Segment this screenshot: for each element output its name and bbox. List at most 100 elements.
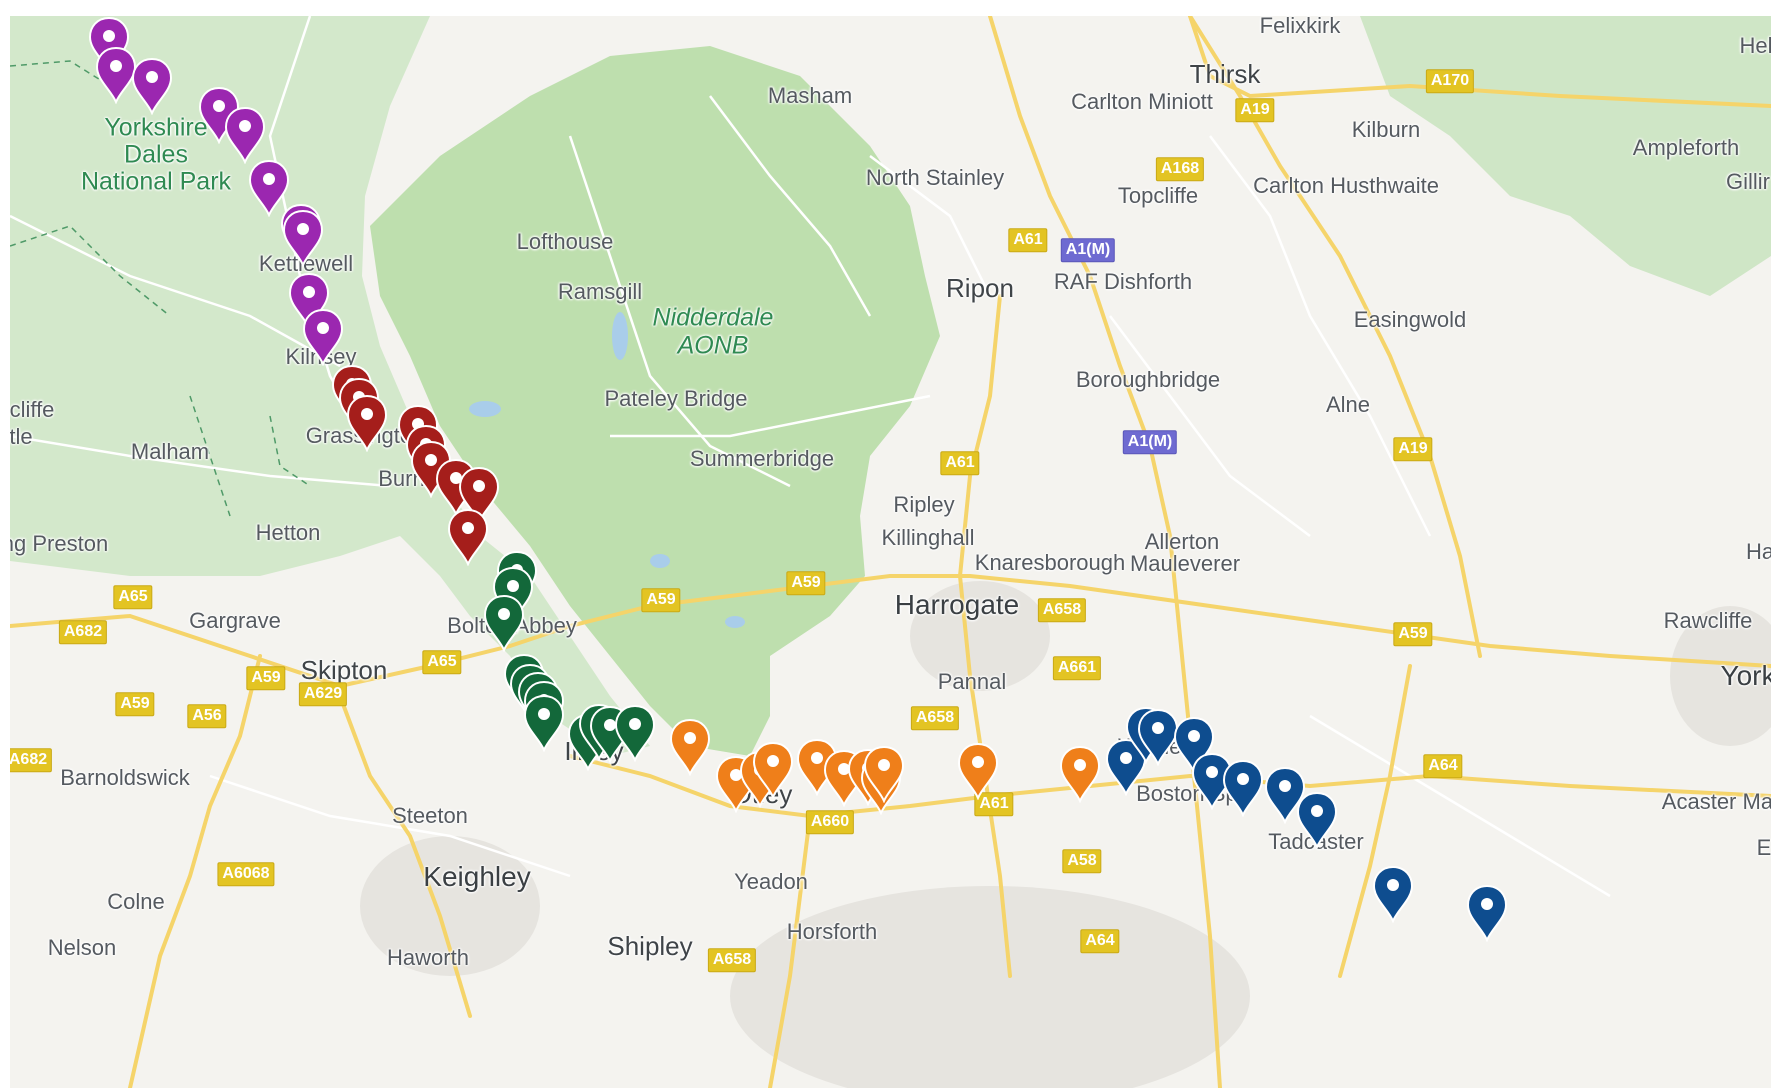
places-label: Shipley — [607, 931, 693, 961]
road-shield: A6068 — [217, 862, 275, 886]
road-shield: A168 — [1155, 157, 1205, 181]
places-label: Allerton — [1144, 529, 1220, 554]
places-label: Steeton — [392, 803, 468, 828]
places-label: Rawcliffe — [1663, 608, 1753, 633]
road-shield: A19 — [1235, 98, 1275, 122]
orange-location-pin-icon[interactable] — [795, 738, 839, 796]
road-shield: A1(M) — [1060, 238, 1116, 262]
blue-location-pin-icon[interactable] — [1295, 791, 1339, 849]
red-location-pin-icon[interactable] — [409, 440, 453, 498]
places-label: Haworth — [387, 945, 469, 970]
places-label: Colne — [107, 889, 165, 914]
places-label: Easingwold — [1353, 307, 1467, 332]
places-label: E — [1756, 835, 1771, 860]
road-shield: A658 — [1037, 598, 1087, 622]
places-label: Nelson — [47, 935, 117, 960]
places-label: York — [1720, 660, 1771, 691]
places-label: ng Preston — [10, 531, 109, 556]
road-shield: A58 — [1062, 849, 1102, 873]
purple-location-pin-icon[interactable] — [130, 57, 174, 115]
purple-location-pin-icon[interactable] — [197, 86, 241, 144]
road-shield: A64 — [1080, 929, 1120, 953]
road-shield: A64 — [1423, 754, 1463, 778]
green-location-pin-icon[interactable] — [613, 704, 657, 762]
blue-location-pin-icon[interactable] — [1104, 738, 1148, 796]
park_labels-label: Yorkshire Dales National Park — [80, 113, 232, 196]
places-label: Lofthouse — [516, 229, 614, 254]
orange-location-pin-icon[interactable] — [862, 745, 906, 803]
places-label: Masham — [767, 83, 853, 108]
places-label: Kilburn — [1351, 117, 1421, 142]
road-shield: A660 — [805, 810, 855, 834]
red-location-pin-icon[interactable] — [345, 394, 389, 452]
road-shield: A661 — [1052, 656, 1102, 680]
places-label: Gargrave — [189, 608, 281, 633]
places-label: Skipton — [300, 655, 388, 685]
minor-roads — [10, 16, 1611, 898]
purple-location-pin-icon[interactable] — [281, 209, 325, 267]
blue-location-pin-icon[interactable] — [1465, 884, 1509, 942]
places-label: Ripley — [893, 492, 955, 517]
red-location-pin-icon[interactable] — [446, 508, 490, 566]
places-label: Barnoldswick — [60, 765, 190, 790]
places-label: Topcliffe — [1117, 183, 1199, 208]
places-label: Pannal — [937, 669, 1007, 694]
road-shield: A56 — [187, 704, 227, 728]
blue-location-pin-icon[interactable] — [1136, 708, 1180, 766]
road-shield: A658 — [707, 948, 757, 972]
urban-leeds — [730, 886, 1250, 1088]
places-label: Malham — [130, 439, 210, 464]
places-label: Alne — [1325, 392, 1371, 417]
road-shield: A65 — [113, 585, 153, 609]
places-label: Gillir — [1726, 169, 1770, 194]
places-label: Yeadon — [734, 869, 808, 894]
blue-location-pin-icon[interactable] — [1221, 759, 1265, 817]
road-shield: A65 — [422, 650, 462, 674]
road-shield: A59 — [1393, 622, 1433, 646]
orange-location-pin-icon[interactable] — [956, 742, 1000, 800]
places-label: Ripon — [946, 273, 1014, 303]
purple-location-pin-icon[interactable] — [87, 16, 131, 74]
road-shield: A61 — [1008, 228, 1048, 252]
footpaths — [10, 60, 311, 517]
places-label: Pateley Bridge — [604, 386, 748, 411]
places-label: Mauleverer — [1129, 551, 1241, 576]
urban-york — [1670, 606, 1771, 746]
green-location-pin-icon[interactable] — [522, 694, 566, 752]
places-label: Boroughbridge — [1075, 367, 1221, 392]
purple-location-pin-icon[interactable] — [301, 308, 345, 366]
blue-location-pin-icon[interactable] — [1190, 752, 1234, 810]
purple-location-pin-icon[interactable] — [247, 159, 291, 217]
places-label: Felixkirk — [1259, 16, 1341, 38]
road-shield: A59 — [115, 692, 155, 716]
places-label: Horsforth — [786, 919, 878, 944]
reservoirs — [469, 312, 745, 628]
road-shield: A170 — [1425, 69, 1475, 93]
places-label: Carlton Husthwaite — [1253, 173, 1439, 198]
road-shield: A59 — [246, 666, 286, 690]
places-label: cliffe — [10, 397, 55, 422]
road-shield: A59 — [786, 571, 826, 595]
places-label: Carlton Miniott — [1071, 89, 1213, 114]
road-shield: A658 — [910, 706, 960, 730]
road-shield: A682 — [58, 620, 108, 644]
blue-location-pin-icon[interactable] — [1263, 766, 1307, 824]
green-location-pin-icon[interactable] — [482, 594, 526, 652]
places-label: Harrogate — [894, 589, 1020, 620]
orange-location-pin-icon[interactable] — [751, 741, 795, 799]
places-label: Keighley — [423, 861, 531, 892]
places-label: Acaster Malb — [1661, 789, 1771, 814]
road-shield: A61 — [940, 451, 980, 475]
park_labels-label: Nidderdale AONB — [652, 303, 774, 359]
orange-location-pin-icon[interactable] — [1058, 745, 1102, 803]
places-label: Summerbridge — [689, 446, 835, 471]
national-park-area — [10, 16, 650, 756]
places-label: Ha — [1745, 539, 1771, 564]
blue-location-pin-icon[interactable] — [1371, 865, 1415, 923]
purple-location-pin-icon[interactable] — [223, 106, 267, 164]
orange-location-pin-icon[interactable] — [668, 718, 712, 776]
places-label: Knaresborough — [974, 550, 1126, 575]
purple-location-pin-icon[interactable] — [94, 46, 138, 104]
places-label: Ampleforth — [1632, 135, 1740, 160]
